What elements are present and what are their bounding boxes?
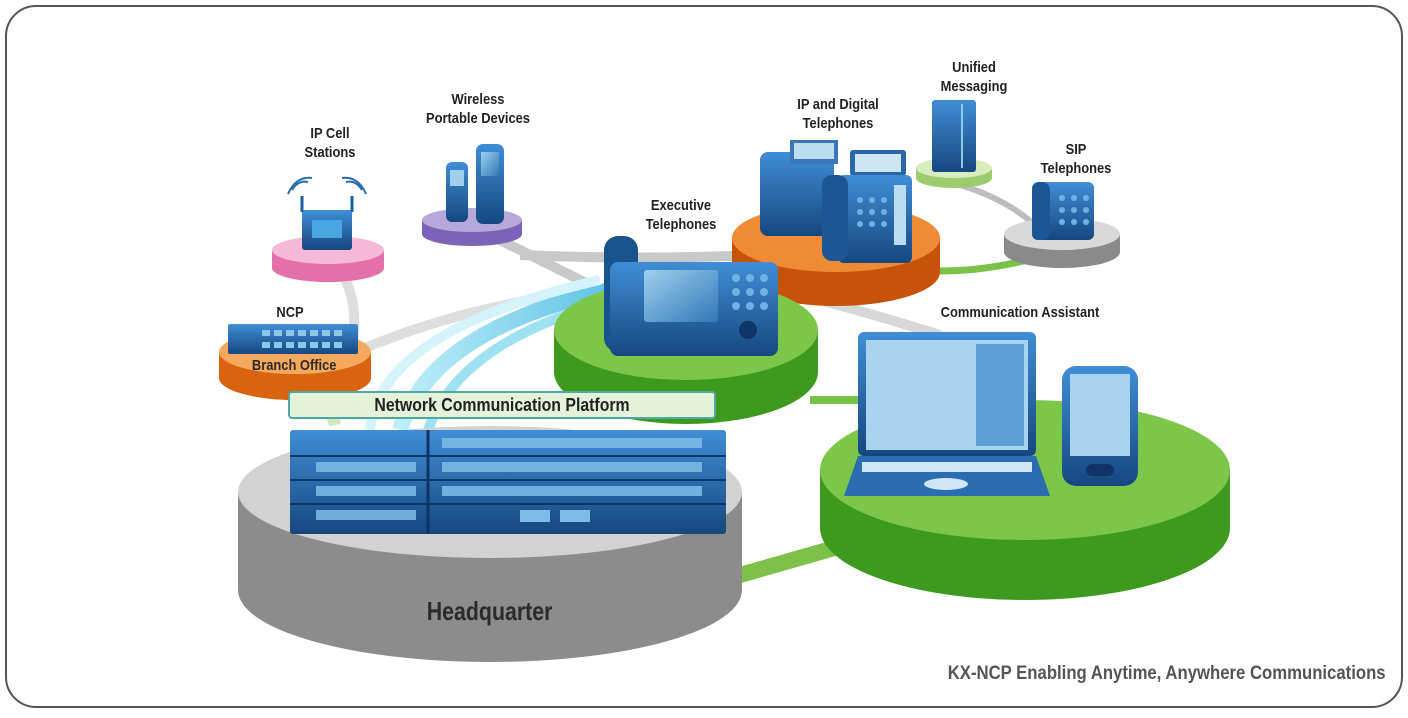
label-unified-messaging: Unified Messaging	[940, 59, 1008, 95]
tagline: KX-NCP Enabling Anytime, Anywhere Commun…	[948, 663, 1386, 684]
unified-messaging-server-device	[932, 100, 976, 172]
wireless-handsets-device	[446, 144, 504, 224]
pda-device	[1062, 366, 1138, 486]
label-wireless-devices: Wireless Portable Devices	[426, 91, 530, 127]
branch-ncp-device	[228, 324, 358, 354]
label-ip-digital-telephones: IP and Digital Telephones	[797, 96, 879, 132]
executive-phone-device	[604, 236, 778, 356]
hq-rack-device	[290, 430, 726, 534]
label-branch-office: Branch Office	[251, 357, 337, 374]
ip-cell-station-device	[287, 176, 367, 250]
sip-phone-device	[1032, 182, 1094, 240]
ip-digital-phones-device	[760, 140, 912, 263]
label-ip-cell-stations: IP Cell Stations	[304, 125, 356, 161]
label-headquarter: Headquarter	[427, 596, 553, 626]
ncp-banner: Network Communication Platform	[288, 391, 716, 419]
label-sip-telephones: SIP Telephones	[1040, 141, 1112, 177]
laptop-device	[844, 332, 1050, 496]
label-ncp: NCP	[276, 304, 304, 321]
label-executive-telephones: Executive Telephones	[645, 197, 717, 233]
purple-disc	[422, 208, 522, 246]
label-communication-assistant: Communication Assistant	[940, 304, 1100, 321]
